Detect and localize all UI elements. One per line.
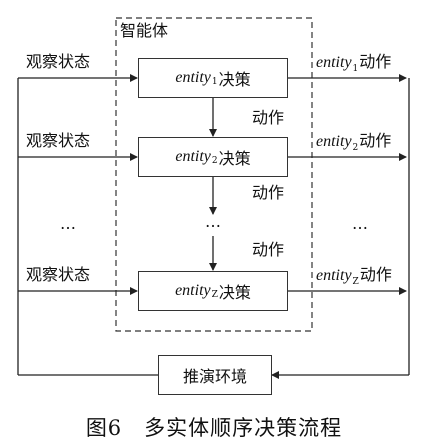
agent-boundary [115, 17, 313, 332]
environment-label: 推演环境 [182, 367, 247, 386]
entity-subscript: 1 [352, 64, 359, 74]
entity-word: entity [316, 133, 352, 150]
observe-ellipsis: … [60, 214, 76, 233]
output-action-label-2: entity2动作 [316, 131, 391, 154]
decision-word: 决策 [218, 70, 251, 89]
action-word: 动作 [359, 131, 392, 150]
entity-word: entity [175, 69, 211, 86]
agent-label: 智能体 [120, 21, 169, 40]
entity-subscript: Z [211, 290, 218, 300]
output-action-label-z: entityZ动作 [316, 265, 392, 288]
observe-label-2: 观察状态 [26, 131, 91, 150]
observe-label-z: 观察状态 [26, 265, 91, 284]
middle-ellipsis: … [205, 212, 221, 231]
decision-word: 决策 [218, 283, 251, 302]
output-ellipsis: … [352, 214, 368, 233]
entity-subscript: Z [352, 277, 359, 287]
entity-subscript: 1 [211, 77, 218, 87]
seq-action-label-2: 动作 [252, 183, 285, 202]
seq-action-label-3: 动作 [252, 240, 285, 259]
entity-word: entity [316, 267, 352, 284]
entity-word: entity [175, 282, 211, 299]
figure-caption: 图6 多实体顺序决策流程 [85, 416, 343, 440]
observe-label-1: 观察状态 [26, 52, 91, 71]
action-word: 动作 [359, 265, 392, 284]
output-action-label-1: entity1动作 [316, 52, 391, 75]
entity-subscript: 2 [211, 156, 218, 166]
entity-word: entity [316, 54, 352, 71]
action-word: 动作 [359, 52, 392, 71]
seq-action-label-1: 动作 [252, 108, 285, 127]
decision-word: 决策 [218, 149, 251, 168]
entity-word: entity [175, 148, 211, 165]
environment-box: 推演环境 [158, 355, 272, 395]
entity-subscript: 2 [352, 143, 359, 153]
